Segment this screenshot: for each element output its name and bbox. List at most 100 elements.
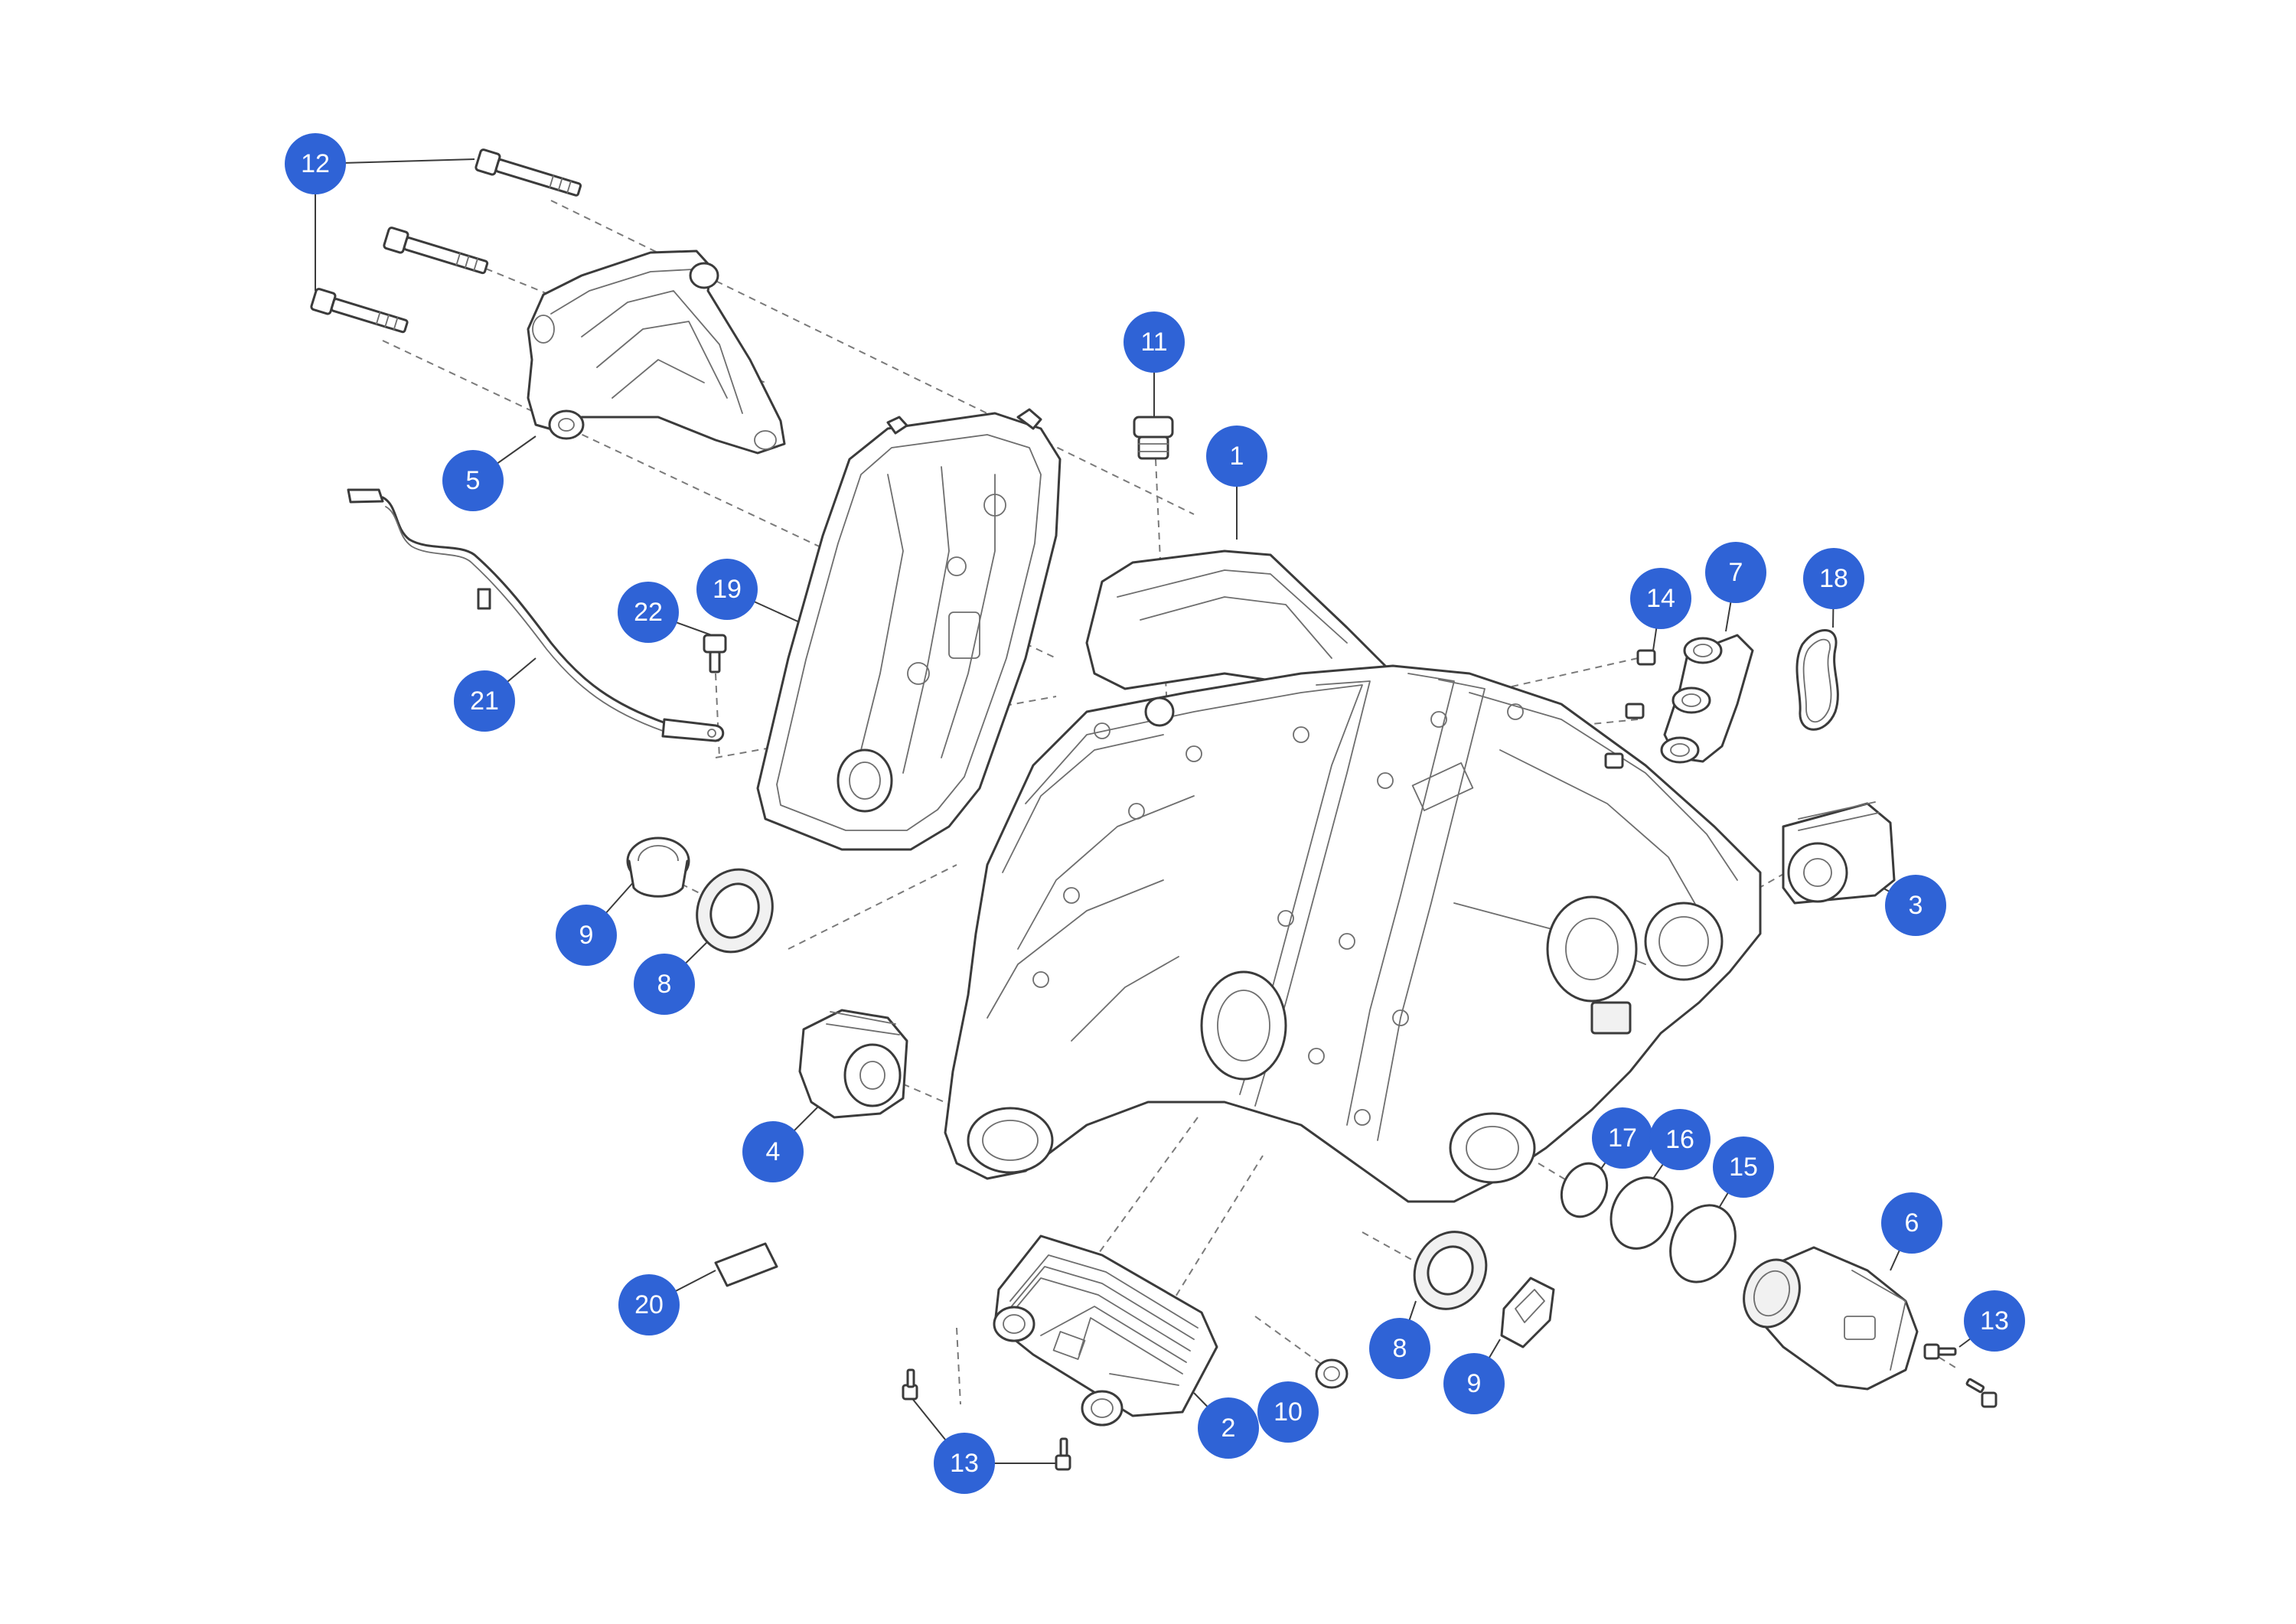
part-3-bushing xyxy=(1782,801,1896,905)
part-15-oring xyxy=(1669,1204,1737,1283)
part-8-seal-lower xyxy=(1413,1231,1488,1310)
callout-circle xyxy=(1443,1353,1505,1414)
callout-c19: 19 xyxy=(696,559,758,620)
callout-c13b: 13 xyxy=(934,1433,995,1494)
callout-number: 19 xyxy=(713,575,742,604)
part-6-motor-unit xyxy=(1743,1246,1919,1391)
callout-circle xyxy=(1206,426,1267,487)
callout-c13a: 13 xyxy=(1964,1290,2025,1352)
part-9-cover-lower xyxy=(1500,1277,1555,1348)
part-11-breather xyxy=(1133,416,1174,460)
callout-number: 12 xyxy=(301,149,330,178)
part-18-gasket xyxy=(1795,629,1839,731)
callout-number: 4 xyxy=(766,1137,781,1166)
callout-c4: 4 xyxy=(742,1121,804,1182)
callout-c15: 15 xyxy=(1713,1136,1774,1198)
callout-number: 17 xyxy=(1608,1123,1637,1153)
part-8-seal-upper xyxy=(696,868,774,954)
callout-number: 8 xyxy=(657,970,672,999)
callout-c1: 1 xyxy=(1206,426,1267,487)
callout-circle xyxy=(442,450,504,511)
callout-number: 3 xyxy=(1909,891,1923,920)
callout-number: 22 xyxy=(634,598,663,627)
callout-number: 5 xyxy=(466,466,481,495)
callout-number: 1 xyxy=(1230,442,1244,471)
part-14-screws xyxy=(1604,649,1656,769)
callout-circle xyxy=(556,905,617,966)
callout-number: 6 xyxy=(1905,1208,1919,1238)
callout-c5: 5 xyxy=(442,450,504,511)
callout-circle xyxy=(634,954,695,1015)
callout-number: 20 xyxy=(634,1290,664,1319)
callout-circle xyxy=(1881,1192,1942,1254)
part-13-screws-right xyxy=(1923,1343,1998,1408)
callout-circle xyxy=(1369,1318,1430,1379)
callout-number: 11 xyxy=(1140,328,1167,357)
callout-c17: 17 xyxy=(1592,1107,1653,1169)
callout-c22: 22 xyxy=(618,582,679,643)
callout-circle xyxy=(1705,542,1766,603)
callout-number: 21 xyxy=(470,686,499,716)
callout-c8b: 8 xyxy=(1369,1318,1430,1379)
callout-number: 13 xyxy=(950,1449,979,1478)
callout-c9a: 9 xyxy=(556,905,617,966)
part-7-connector-block xyxy=(1660,634,1754,764)
callout-c8a: 8 xyxy=(634,954,695,1015)
callout-c9b: 9 xyxy=(1443,1353,1505,1414)
callout-number: 2 xyxy=(1221,1414,1236,1443)
callout-circle xyxy=(1713,1136,1774,1198)
part-16-oring xyxy=(1609,1176,1674,1250)
part-10-plug xyxy=(1315,1358,1349,1389)
callout-number: 8 xyxy=(1393,1334,1407,1363)
callout-circle xyxy=(1885,875,1946,936)
callout-number: 9 xyxy=(1467,1369,1482,1398)
part-22-small-bolt xyxy=(703,634,727,673)
callout-circle xyxy=(1257,1381,1319,1443)
callout-circle xyxy=(742,1121,804,1182)
part-20-label xyxy=(714,1242,778,1287)
callout-c18: 18 xyxy=(1803,548,1864,609)
callout-c20: 20 xyxy=(618,1274,680,1335)
callout-c14: 14 xyxy=(1630,568,1691,629)
callout-circle xyxy=(618,1274,680,1335)
callout-circle xyxy=(1124,311,1185,373)
part-5-mount-bracket xyxy=(527,249,786,455)
callout-circle xyxy=(1592,1107,1653,1169)
callout-c12: 12 xyxy=(285,133,346,194)
callout-number: 15 xyxy=(1729,1153,1758,1182)
callout-c10: 10 xyxy=(1257,1381,1319,1443)
callout-number: 16 xyxy=(1665,1125,1694,1154)
part-1-main-housing xyxy=(944,549,1762,1203)
callout-circle xyxy=(285,133,346,194)
callout-circle xyxy=(1803,548,1864,609)
callout-circle xyxy=(696,559,758,620)
callout-c16: 16 xyxy=(1649,1109,1711,1170)
callout-c6: 6 xyxy=(1881,1192,1942,1254)
callout-circle xyxy=(1198,1397,1259,1459)
part-4-bushing xyxy=(798,1009,908,1119)
callout-circle xyxy=(1630,568,1691,629)
part-13-screws-bottom xyxy=(902,1368,1071,1471)
part-17-oring xyxy=(1560,1162,1609,1218)
callout-circle xyxy=(934,1433,995,1494)
callout-circle xyxy=(454,670,515,732)
callout-circle xyxy=(618,582,679,643)
callout-c7: 7 xyxy=(1705,542,1766,603)
callout-c11: 11 xyxy=(1124,311,1185,373)
callout-c3: 3 xyxy=(1885,875,1946,936)
part-12-bolts xyxy=(310,148,582,334)
part-19-side-cover xyxy=(756,408,1062,851)
part-9-plug-upper xyxy=(626,836,690,898)
callout-number: 14 xyxy=(1646,584,1675,613)
part-21-ground-cable xyxy=(347,488,725,742)
callout-number: 10 xyxy=(1274,1397,1303,1427)
callout-c21: 21 xyxy=(454,670,515,732)
part-2-oil-cooler xyxy=(993,1234,1218,1427)
callout-c2: 2 xyxy=(1198,1397,1259,1459)
callout-circle xyxy=(1649,1109,1711,1170)
callout-number: 7 xyxy=(1729,558,1743,587)
callout-number: 13 xyxy=(1980,1306,2009,1335)
callout-number: 18 xyxy=(1819,564,1848,593)
